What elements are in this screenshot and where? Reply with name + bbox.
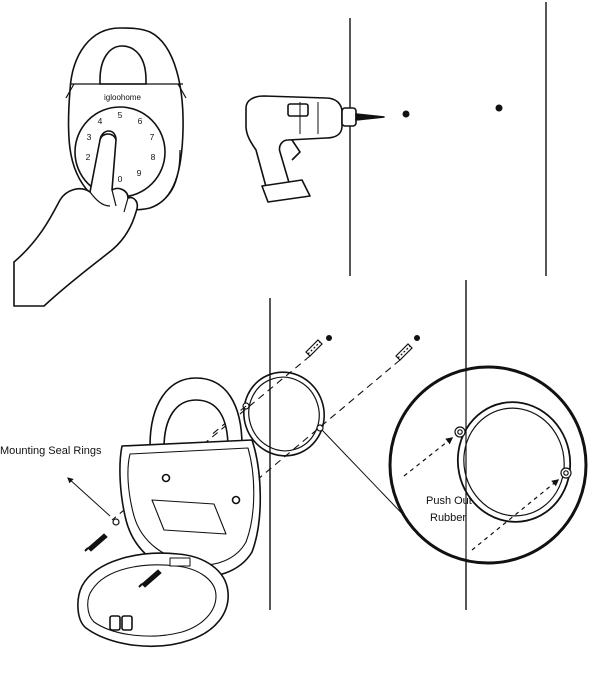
step-keypad-panel: igloohome 5 6 7 8 9 0 2 3 4 — [13, 27, 187, 307]
zoom-leader-line — [321, 429, 413, 525]
drill-hole-dot — [326, 335, 332, 341]
screw-icon — [138, 569, 162, 588]
drill-hole-dot — [414, 335, 420, 341]
step-mount-panel: Mounting Seal Rings Pu — [0, 280, 588, 648]
brand-logo-text: igloohome — [104, 93, 141, 102]
lockbox-rear — [77, 377, 262, 648]
key-0: 0 — [118, 174, 123, 184]
seal-rings-label: Mounting Seal Rings — [0, 445, 102, 457]
push-arrows — [403, 437, 560, 551]
key-6: 6 — [138, 116, 143, 126]
key-3: 3 — [87, 132, 92, 142]
wall-plug-icon — [305, 339, 323, 357]
seal-ring-icon — [242, 371, 325, 457]
hand-icon — [13, 130, 139, 307]
key-8: 8 — [151, 152, 156, 162]
push-out-label-line2: Rubber — [430, 512, 466, 524]
key-5: 5 — [118, 110, 123, 120]
lockbox-front — [65, 27, 187, 211]
key-9: 9 — [137, 168, 142, 178]
rubber-plug-icon — [454, 426, 572, 479]
key-4: 4 — [98, 116, 103, 126]
wall-plug-icon — [395, 343, 413, 361]
drill-icon — [245, 95, 385, 203]
zoom-detail-circle: Push Out Rubber — [388, 365, 588, 565]
keypad-digits: 5 6 7 8 9 0 2 3 4 — [86, 110, 156, 184]
key-2: 2 — [86, 152, 91, 162]
push-out-label-line1: Push Out — [426, 495, 472, 507]
step-drill-panel — [245, 2, 547, 276]
drill-hole-dot — [402, 110, 410, 118]
seal-ring-marker — [112, 518, 120, 526]
key-7: 7 — [150, 132, 155, 142]
screw-icon — [84, 533, 108, 552]
drill-hole-dot — [495, 104, 503, 112]
callout-arrow — [67, 477, 111, 517]
